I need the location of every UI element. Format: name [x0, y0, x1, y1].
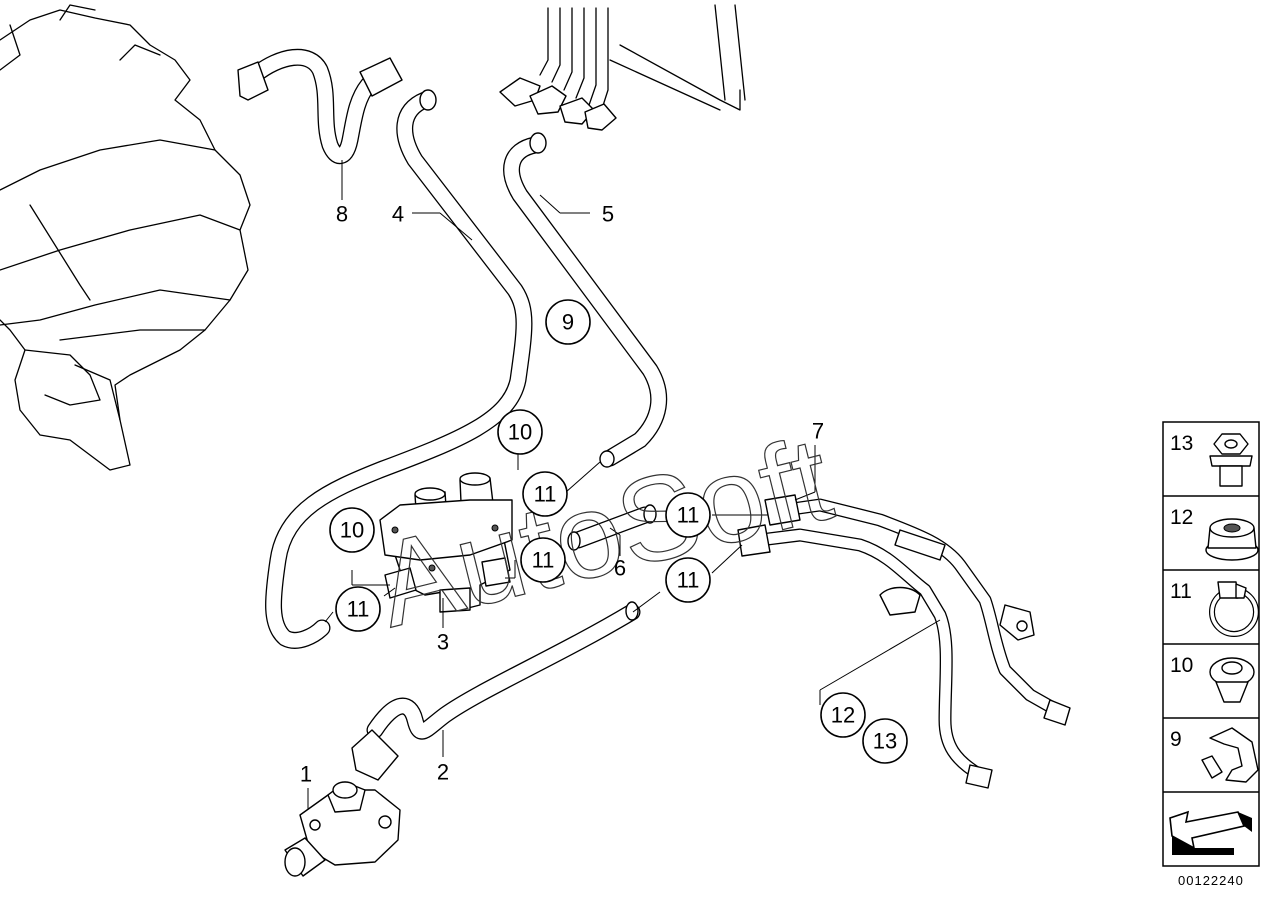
next-arrow-icon	[1169, 810, 1252, 855]
label-part-4: 4	[392, 202, 404, 227]
svg-text:11: 11	[677, 568, 700, 593]
hose-5	[503, 132, 668, 468]
legend-number: 13	[1170, 432, 1193, 455]
callout-10-top: 10	[497, 409, 543, 455]
svg-text:11: 11	[534, 482, 557, 507]
legend-number: 11	[1170, 580, 1192, 603]
diagram-ref-number: 00122240	[1178, 873, 1244, 888]
valve-3	[379, 472, 513, 613]
legend-item-10[interactable]: 10	[1170, 654, 1255, 703]
callout-11-pipe-lower: 11	[665, 557, 711, 603]
legend-item-12[interactable]: 12	[1170, 506, 1259, 561]
legend-item-9[interactable]: 9	[1170, 727, 1259, 783]
callout-11-left: 11	[335, 586, 381, 632]
engine-outline	[0, 4, 251, 471]
pipe-7	[737, 494, 1071, 789]
callout-11-pipe-upper: 11	[665, 492, 711, 538]
callout-10-left: 10	[329, 507, 375, 553]
hose-8	[237, 48, 403, 165]
label-part-7: 7	[812, 419, 824, 444]
label-part-2: 2	[437, 760, 449, 785]
legend-number: 10	[1170, 654, 1193, 677]
label-part-1: 1	[300, 762, 312, 787]
legend-number: 12	[1170, 506, 1193, 529]
callout-9: 9	[545, 299, 591, 345]
legend-panel: 13 12 11	[1162, 421, 1260, 867]
callouts: 9 10 11 10 11 11 11 11	[329, 299, 908, 764]
grommet-icon	[1205, 518, 1259, 561]
svg-text:13: 13	[873, 729, 897, 754]
nut-icon	[1209, 433, 1253, 487]
label-part-5: 5	[602, 202, 614, 227]
svg-text:11: 11	[532, 548, 555, 573]
legend-next-arrow[interactable]	[1169, 810, 1252, 855]
legend-item-13[interactable]: 13	[1170, 432, 1253, 487]
svg-text:9: 9	[562, 310, 574, 335]
hose-2	[351, 601, 641, 781]
legend-item-11[interactable]: 11	[1170, 580, 1259, 637]
leader-lines	[307, 160, 941, 810]
label-part-8: 8	[336, 202, 348, 227]
hose-6	[567, 504, 657, 551]
svg-text:11: 11	[677, 503, 700, 528]
top-bracket-pipes	[499, 4, 746, 131]
clip-icon	[1201, 727, 1259, 783]
svg-text:10: 10	[340, 518, 364, 543]
callout-12: 12	[820, 692, 866, 738]
callout-13: 13	[862, 718, 908, 764]
label-part-3: 3	[437, 630, 449, 655]
svg-text:11: 11	[347, 597, 370, 622]
bushing-icon	[1209, 657, 1255, 703]
pump-1	[284, 781, 401, 877]
hose-4	[265, 89, 533, 649]
part-labels: 8 4 5 7 6 3 2 1	[300, 202, 824, 787]
callout-11-top: 11	[522, 471, 568, 517]
callout-11-middle: 11	[520, 537, 566, 583]
svg-text:10: 10	[508, 420, 532, 445]
label-part-6: 6	[614, 556, 626, 581]
svg-text:12: 12	[831, 703, 855, 728]
hose-clamp-icon	[1209, 581, 1259, 637]
legend-number: 9	[1170, 728, 1182, 751]
